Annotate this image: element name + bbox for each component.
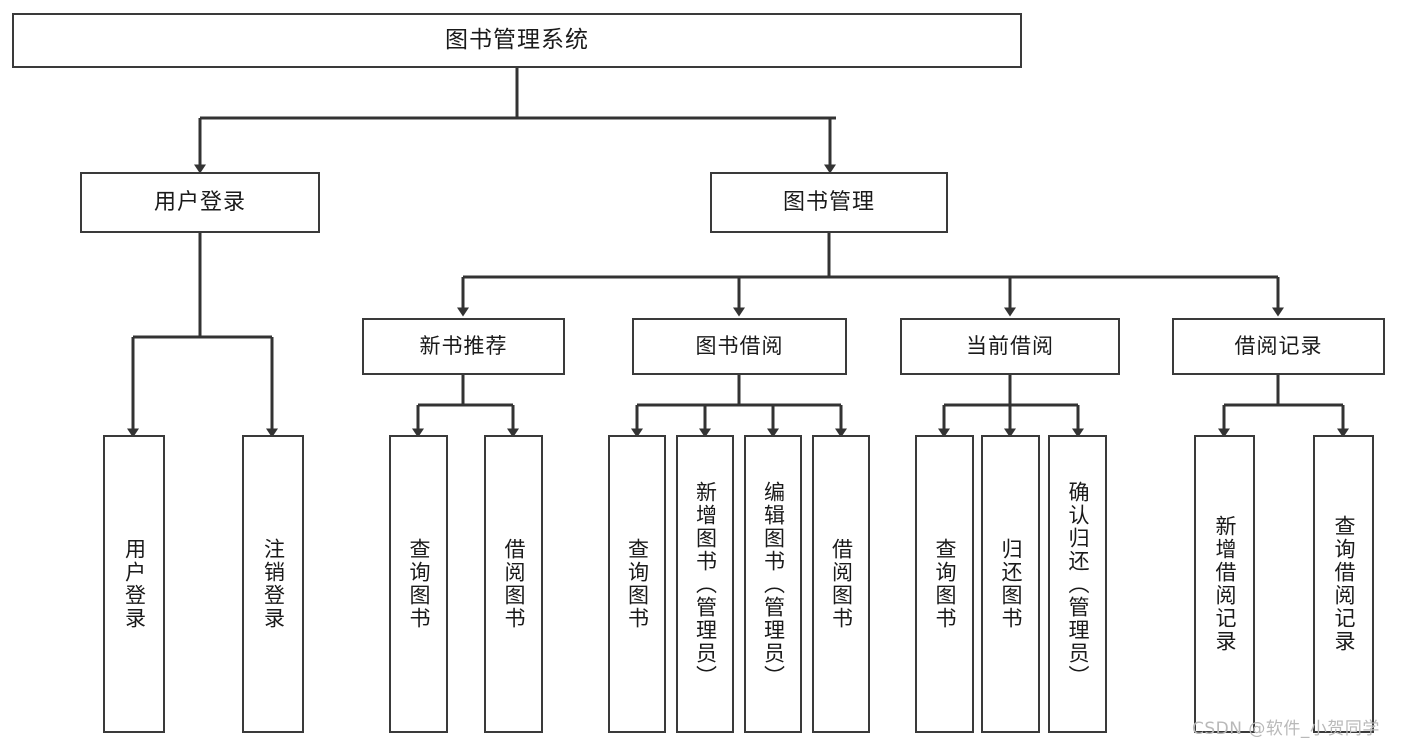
leaf-query-book-3-label: 查询图书 <box>933 538 957 630</box>
node-user-login[interactable]: 用户登录 <box>80 172 320 233</box>
csdn-watermark: CSDN @软件_小贺同学 <box>1192 719 1380 739</box>
leaf-add-book-label: 新增图书（管理员） <box>693 480 718 688</box>
leaf-edit-book[interactable]: 编辑图书（管理员） <box>744 435 802 733</box>
leaf-borrow-book-1[interactable]: 借阅图书 <box>484 435 543 733</box>
leaf-query-book-2-label: 查询图书 <box>625 538 650 630</box>
leaf-user-login[interactable]: 用户登录 <box>103 435 165 733</box>
node-borrow-record-label: 借阅记录 <box>1234 334 1323 359</box>
node-current-borrow[interactable]: 当前借阅 <box>900 318 1120 375</box>
node-current-borrow-label: 当前借阅 <box>966 334 1054 359</box>
leaf-user-login-label: 用户登录 <box>122 538 147 630</box>
leaf-borrow-book-2[interactable]: 借阅图书 <box>812 435 870 733</box>
node-book-manage-label: 图书管理 <box>782 189 875 215</box>
leaf-confirm-return[interactable]: 确认归还（管理员） <box>1048 435 1107 733</box>
leaf-return-book-label: 归还图书 <box>999 538 1023 630</box>
node-book-manage[interactable]: 图书管理 <box>710 172 948 233</box>
node-user-login-label: 用户登录 <box>153 189 246 215</box>
leaf-logout[interactable]: 注销登录 <box>242 435 304 733</box>
node-new-book-rec-label: 新书推荐 <box>419 334 508 359</box>
node-book-borrow-label: 图书借阅 <box>695 334 784 359</box>
leaf-borrow-book-2-label: 借阅图书 <box>829 538 854 630</box>
leaf-query-book-3[interactable]: 查询图书 <box>915 435 974 733</box>
leaf-confirm-return-label: 确认归还（管理员） <box>1066 480 1090 688</box>
leaf-query-book-1[interactable]: 查询图书 <box>389 435 448 733</box>
leaf-query-record-label: 查询借阅记录 <box>1332 515 1356 653</box>
leaf-add-record[interactable]: 新增借阅记录 <box>1194 435 1255 733</box>
leaf-query-book-1-label: 查询图书 <box>407 538 431 630</box>
node-book-borrow[interactable]: 图书借阅 <box>632 318 847 375</box>
leaf-query-book-2[interactable]: 查询图书 <box>608 435 666 733</box>
node-root[interactable]: 图书管理系统 <box>12 13 1022 68</box>
leaf-edit-book-label: 编辑图书（管理员） <box>761 480 786 688</box>
leaf-borrow-book-1-label: 借阅图书 <box>502 538 526 630</box>
leaf-return-book[interactable]: 归还图书 <box>981 435 1040 733</box>
leaf-logout-label: 注销登录 <box>261 538 286 630</box>
node-root-label: 图书管理系统 <box>445 26 589 53</box>
leaf-query-record[interactable]: 查询借阅记录 <box>1313 435 1374 733</box>
leaf-add-book[interactable]: 新增图书（管理员） <box>676 435 734 733</box>
node-borrow-record[interactable]: 借阅记录 <box>1172 318 1385 375</box>
leaf-add-record-label: 新增借阅记录 <box>1213 515 1237 653</box>
node-new-book-rec[interactable]: 新书推荐 <box>362 318 565 375</box>
